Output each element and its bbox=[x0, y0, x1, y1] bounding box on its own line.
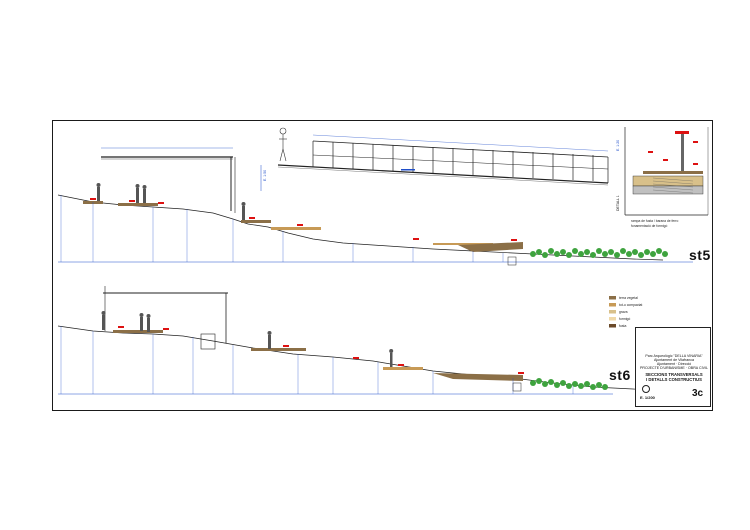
st5-figures bbox=[96, 183, 246, 220]
ramp-posts bbox=[312, 141, 609, 183]
north-arrow-icon bbox=[642, 385, 650, 393]
legend-swatch bbox=[609, 296, 616, 300]
detail-leaders bbox=[652, 177, 694, 194]
st5-vegetation bbox=[530, 248, 668, 258]
drawing-sheet: E. 1:50 bbox=[52, 120, 713, 411]
st5-fill bbox=[458, 242, 523, 252]
ramp-deck bbox=[277, 164, 609, 184]
st6-deck-3 bbox=[383, 367, 423, 370]
sheet-number: 3c bbox=[692, 388, 704, 399]
st6-deck-2 bbox=[251, 348, 306, 351]
detail-foundation bbox=[632, 185, 704, 195]
section-st6 bbox=[57, 286, 664, 395]
st6-reference-lines bbox=[60, 326, 574, 394]
legend-label: tot-u compactat bbox=[619, 303, 642, 307]
legend-swatch bbox=[609, 317, 616, 321]
section-drawing: E. 1:50 bbox=[57, 127, 709, 395]
ramp-rail-top bbox=[312, 140, 609, 158]
st6-terrain-line bbox=[57, 325, 664, 392]
detail-post bbox=[681, 133, 684, 173]
title-line-4: PROJECTE D'URBANISME · OBRA CIVIL bbox=[640, 366, 708, 370]
detail-callouts bbox=[648, 141, 698, 165]
ramp-elevation: E. 1:50 bbox=[260, 127, 609, 191]
st6-vegetation bbox=[530, 378, 608, 390]
detail-label: DETALL 1 bbox=[616, 195, 620, 211]
st5-level-markers bbox=[90, 198, 517, 241]
ramp-detail-marker bbox=[401, 169, 415, 171]
detail-rail-cap bbox=[675, 131, 689, 134]
ramp-deck-2 bbox=[277, 166, 609, 186]
legend: terra vegetal tot-u compactat grava formigó… bbox=[609, 296, 642, 328]
drawing-title-2: I DETALLS CONSTRUCTIUS bbox=[646, 377, 702, 382]
st6-wall bbox=[200, 333, 216, 350]
legend-label: grava bbox=[619, 310, 628, 314]
title-line-3: Ajuntament · Direcció bbox=[656, 362, 692, 366]
legend-swatch bbox=[609, 310, 616, 314]
legend-label: terra vegetal bbox=[619, 296, 638, 300]
st5-reference-lines bbox=[60, 195, 504, 262]
st6-level-markers bbox=[118, 326, 524, 374]
detail-note-1: rampa de fusta / barana de ferro bbox=[631, 219, 678, 223]
section-label-st6: st6 bbox=[609, 367, 631, 383]
detail-note-2: fonamentació de formigó bbox=[631, 224, 667, 228]
ramp-dim-line bbox=[312, 134, 609, 152]
st5-footing bbox=[507, 256, 517, 266]
ramp-figure bbox=[279, 127, 287, 162]
section-label-st5: st5 bbox=[689, 247, 711, 263]
legend-swatch bbox=[609, 324, 616, 328]
construction-detail: E. 1:20 DETALL 1 rampa de fusta / barana… bbox=[616, 127, 709, 228]
title-line-1: Parc Arqueològic "DELLA VINARIA" bbox=[645, 354, 703, 358]
legend-swatch bbox=[609, 303, 616, 307]
title-line-2: Ajuntament de Vilafranca bbox=[653, 358, 695, 362]
title-block: Parc Arqueològic "DELLA VINARIA" Ajuntam… bbox=[635, 327, 711, 407]
legend-label: fusta bbox=[619, 324, 626, 328]
st6-figures bbox=[101, 311, 394, 367]
st5-deck-3 bbox=[241, 220, 271, 223]
detail-deck bbox=[643, 171, 703, 174]
st6-fill bbox=[433, 373, 523, 381]
st5-deck-4 bbox=[271, 227, 321, 230]
drawing-title-1: SECCIONS TRANSVERSALS bbox=[645, 372, 703, 377]
drawing-scale: E. 1/200 bbox=[640, 395, 655, 400]
section-st5 bbox=[57, 147, 693, 266]
ramp-rail-mid bbox=[312, 154, 609, 170]
st6-footing bbox=[512, 382, 522, 392]
st5-deck-2 bbox=[118, 203, 158, 206]
scale-top-label: E. 1:50 bbox=[263, 170, 267, 181]
st6-deck-1 bbox=[113, 330, 163, 333]
detail-scale-label: E. 1:20 bbox=[616, 140, 620, 151]
legend-label: formigó bbox=[619, 317, 630, 321]
st5-deck-5 bbox=[433, 243, 493, 245]
